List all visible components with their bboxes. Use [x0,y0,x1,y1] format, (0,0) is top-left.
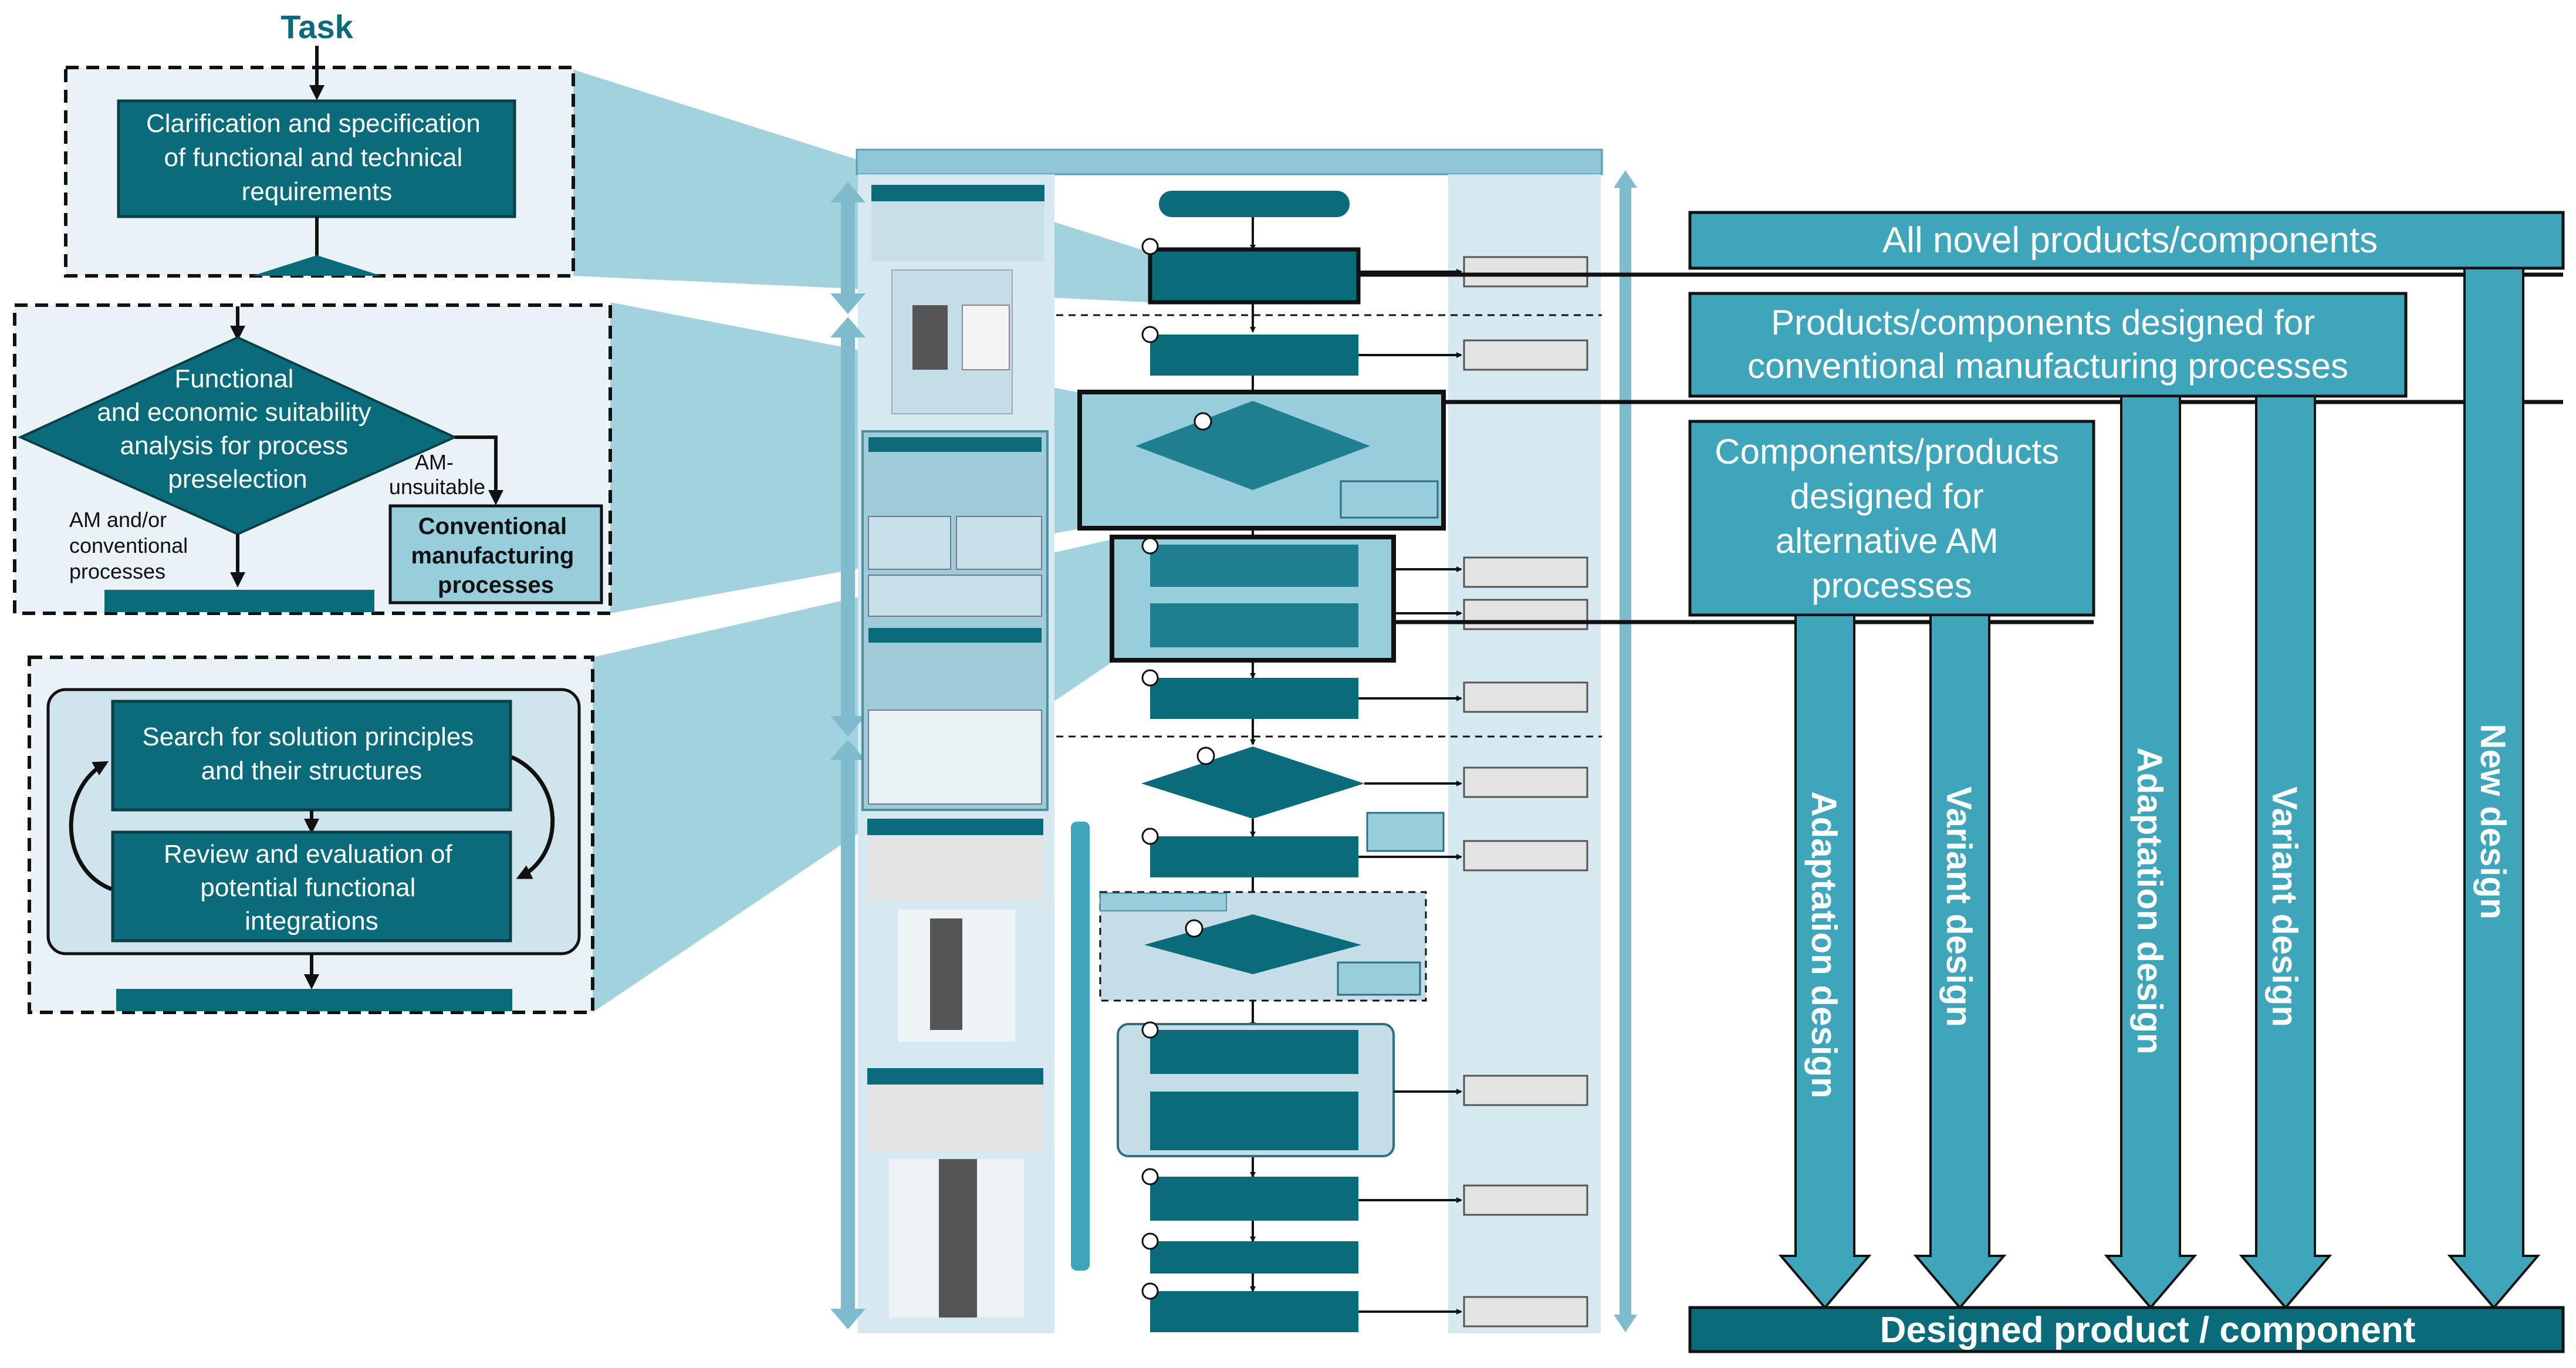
review-line-2: potential functional [200,873,415,902]
am-conventional-line-1: AM and/or [69,508,167,532]
band-conventional [1688,292,2408,398]
arrow-adaptation-1-label: Adaptation design [1804,791,1844,1098]
search-box [111,700,512,812]
arrow-variant-1 [1913,614,2007,1310]
requirements-line-3: requirements [242,177,393,206]
diamond-line-2: and economic suitability [97,398,371,427]
detail-panel-3: Search for solution principles and their… [28,656,594,1014]
svg-text:Products/components designed f: Products/components designed for convent… [1747,303,2348,386]
am-unsuitable-line-2: unsuitable [389,475,485,499]
arrow-new-design [2447,267,2541,1310]
band-am-line-3: alternative AM [1776,521,1999,560]
band-all-novel-label: All novel products/components [1882,220,2378,261]
diamond-line-3: analysis for process [120,431,348,460]
svg-text:Clarification and specificatio: Clarification and specification of funct… [146,109,488,206]
conventional-line-2: manufacturing [411,543,574,569]
arrow-variant-1-label: Variant design [1939,786,1979,1027]
arrow-new-design-label: New design [2473,724,2513,919]
svg-text:Search for solution principles: Search for solution principles and their… [142,722,481,785]
svg-text:Functional and economic: Functional and economic suitability anal… [97,364,378,494]
requirements-box [117,99,516,218]
band-all-novel [1688,211,2565,270]
am-conventional-line-2: conventional [69,533,188,558]
arrow-variant-2 [2239,395,2332,1310]
requirements-line-2: of functional and technical [164,143,462,172]
svg-text:Review and evaluation of: Review and evaluation of potential funct… [164,840,459,935]
arrow-variant-2-label: Variant design [2265,786,2304,1027]
detail-panel-1: Task Clarification and specification of … [64,8,575,278]
svg-text:AM- unsuitable: AM- unsuitable [389,450,485,499]
review-box [111,830,512,943]
am-unsuitable-line-1: AM- [415,450,454,474]
band-am-line-4: processes [1811,566,1972,605]
detail-panel-2: Functional and economic suitability anal… [13,303,612,615]
overview-flowchart [830,148,1637,1333]
diamond-line-4: preselection [168,465,307,494]
conventional-line-1: Conventional [418,514,567,539]
review-line-3: integrations [245,907,378,935]
arrow-adaptation-1 [1778,614,1872,1310]
svg-text:Conventional manufacturi: Conventional manufacturing processes [411,514,581,598]
search-line-2: and their structures [201,756,422,785]
band-am-line-2: designed for [1790,477,1984,516]
overview-thumbnails [861,185,1049,1318]
designed-product-label: Designed product / component [1880,1310,2416,1350]
diamond-line-1: Functional [174,364,293,393]
designed-product-bar [1688,1306,2565,1353]
band-alternative-am [1688,420,2095,617]
conventional-line-3: processes [438,572,554,598]
arrow-adaptation-2 [2104,395,2198,1310]
svg-text:AM and/or conventional: AM and/or conventional processes [69,508,194,583]
arrow-adaptation-2-label: Adaptation design [2130,747,2169,1054]
band-am-line-1: Components/products [1715,432,2059,471]
band-conventional-line-2: conventional manufacturing processes [1747,346,2348,386]
requirements-line-1: Clarification and specification [146,109,481,138]
conventional-box [388,504,603,604]
svg-text:Components/products desi: Components/products designed for alterna… [1715,432,2069,605]
design-type-bands: All novel products/components Products/c… [1688,211,2565,1353]
band-conventional-line-1: Products/components designed for [1771,303,2315,342]
task-label: Task [280,8,353,45]
search-line-1: Search for solution principles [142,722,474,751]
review-line-1: Review and evaluation of [164,840,452,869]
am-conventional-line-3: processes [69,559,165,583]
